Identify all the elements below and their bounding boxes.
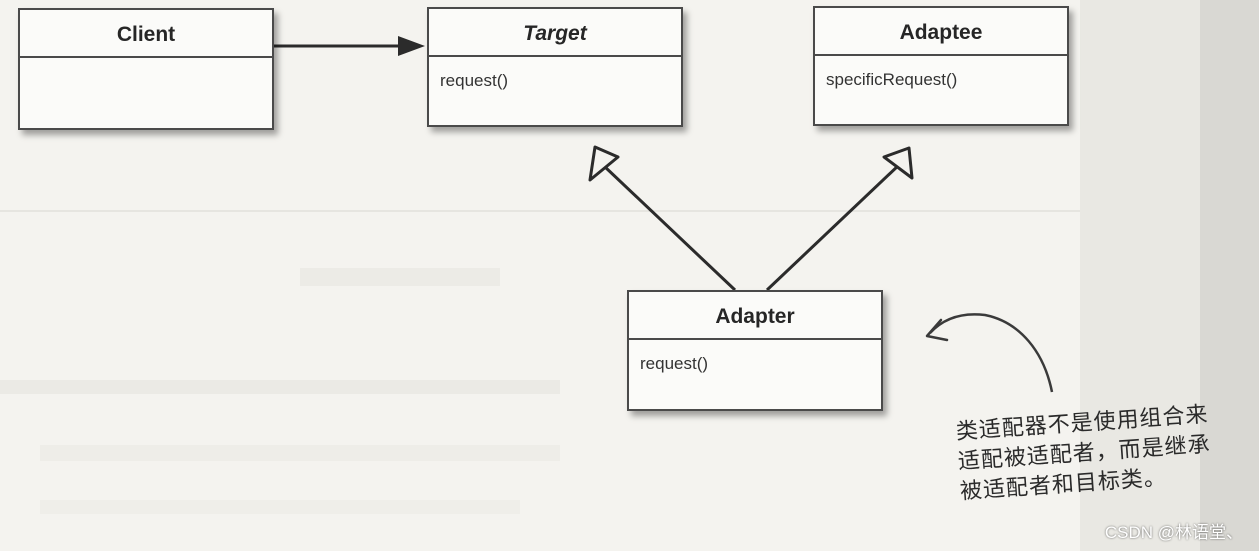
target-class-name: Target (429, 9, 681, 57)
target-class-box: Target request() (427, 7, 683, 127)
adaptee-class-name: Adaptee (815, 8, 1067, 56)
client-method-list (20, 58, 272, 72)
client-class-name: Client (20, 10, 272, 58)
adapter-method: request() (640, 354, 709, 373)
adaptee-class-box: Adaptee specificRequest() (813, 6, 1069, 126)
watermark: CSDN @林语堂、 (1104, 523, 1243, 542)
adapter-class-name: Adapter (629, 292, 881, 340)
adaptee-method-list: specificRequest() (815, 56, 1067, 90)
adapter-method-list: request() (629, 340, 881, 374)
adaptee-method: specificRequest() (826, 70, 958, 89)
adapter-class-box: Adapter request() (627, 290, 883, 411)
target-method: request() (440, 71, 509, 90)
client-class-box: Client (18, 8, 274, 130)
target-method-list: request() (429, 57, 681, 91)
